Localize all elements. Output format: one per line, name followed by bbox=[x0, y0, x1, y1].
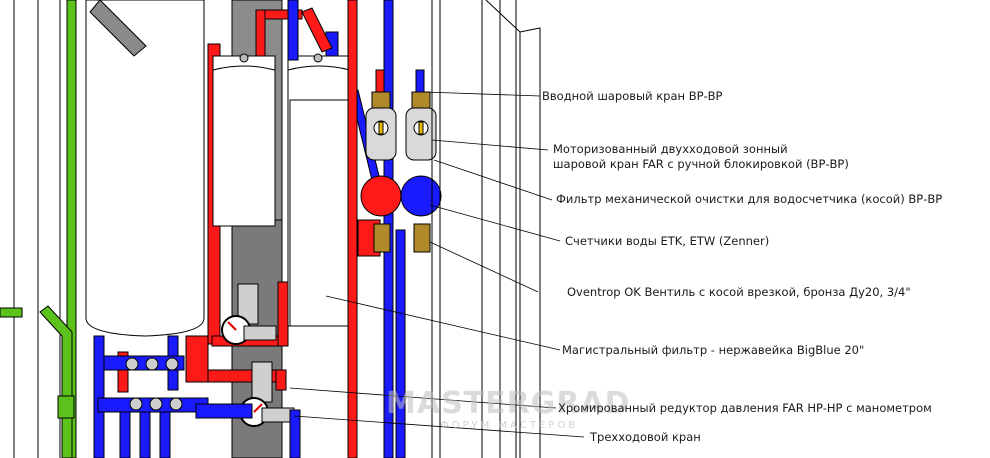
watermark-subtitle: ФОРУМ МАСТЕРОВ bbox=[440, 420, 579, 431]
label-inlet-ball-valve: Вводной шаровый кран ВР-ВР bbox=[542, 89, 723, 103]
drain-pipes bbox=[0, 0, 77, 458]
label-pressure-reducer: Хромированный редуктор давления FAR HP-H… bbox=[558, 401, 932, 415]
label-water-meters: Счетчики воды ETK, ETW (Zenner) bbox=[565, 234, 770, 248]
filter-housing-right bbox=[287, 53, 351, 327]
label-three-way-valve: Трехходовой кран bbox=[590, 430, 701, 444]
label-motorized-zone-valve: Моторизованный двухходовой зонный шарово… bbox=[553, 142, 849, 171]
valve-assembly-hot bbox=[360, 69, 402, 253]
valve-assembly-cold bbox=[400, 69, 442, 253]
left-wall-frame bbox=[13, 0, 61, 458]
label-main-filter: Магистральный фильтр - нержавейка BigBlu… bbox=[562, 343, 865, 357]
manifold-ports bbox=[125, 357, 183, 411]
filter-housing-left bbox=[212, 53, 276, 227]
pressure-reducer-upper bbox=[221, 283, 277, 345]
storage-tank bbox=[85, 0, 205, 337]
watermark: MASTERGRAD bbox=[386, 386, 631, 421]
leader-lines bbox=[289, 91, 585, 438]
label-oventrop-valve: Oventrop OK Вентиль с косой врезкой, бро… bbox=[567, 285, 911, 299]
label-mechanical-filter: Фильтр механической очистки для водосчет… bbox=[556, 192, 943, 206]
